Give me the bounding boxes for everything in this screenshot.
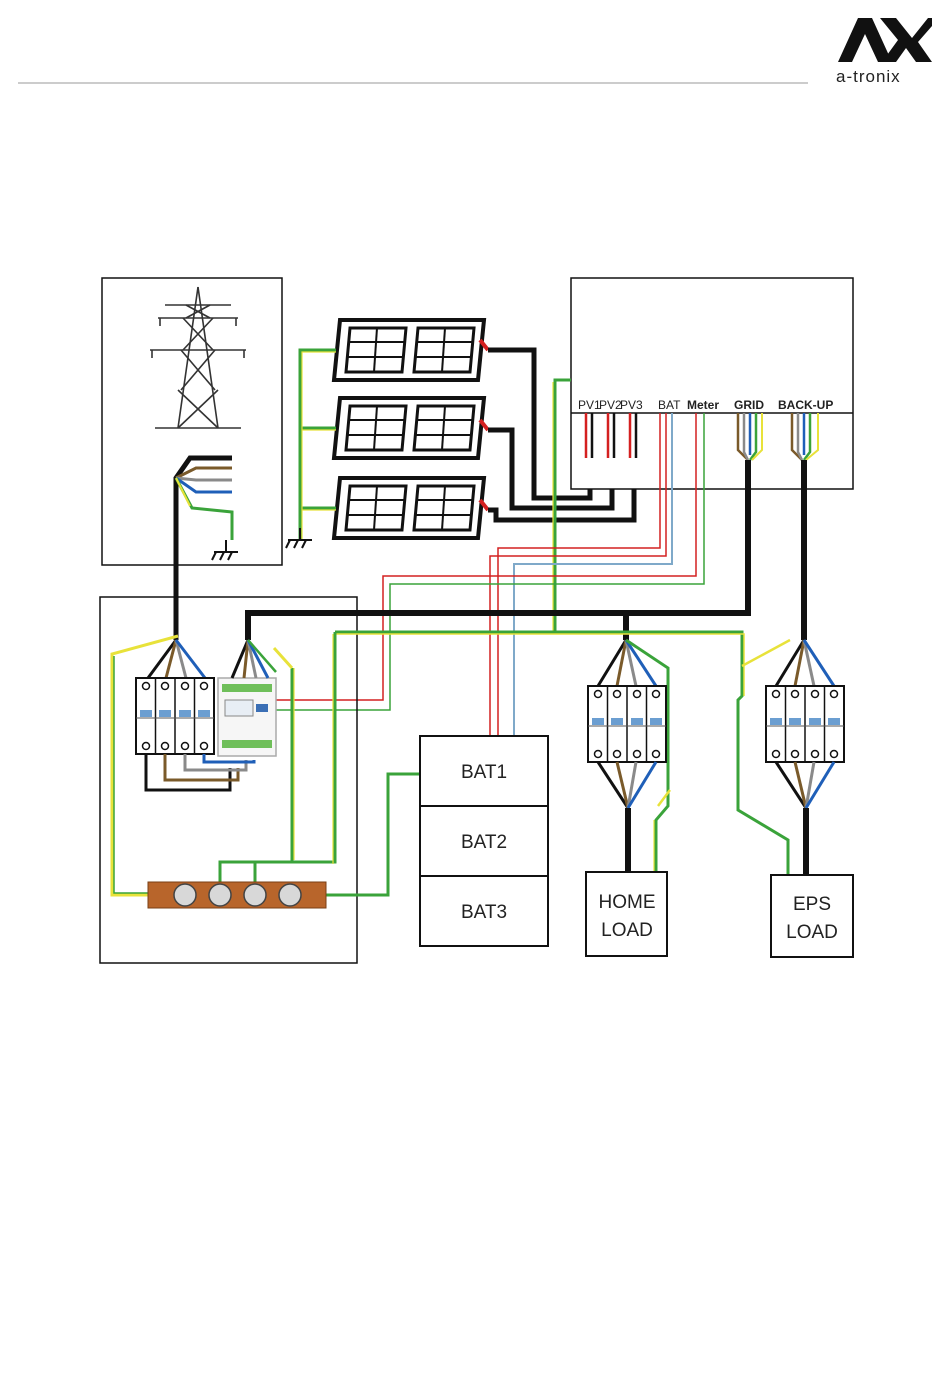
home-load-label-line1: HOME bbox=[599, 892, 656, 913]
ax-logo-icon bbox=[838, 18, 932, 62]
solar-panel-2 bbox=[334, 398, 484, 458]
home-breaker-fan-out bbox=[598, 762, 656, 872]
eps-breaker-fan-out bbox=[776, 762, 834, 875]
meter-input-fan bbox=[232, 640, 276, 678]
home-load-label-line2: LOAD bbox=[601, 920, 653, 941]
battery-label-3: BAT3 bbox=[461, 902, 507, 923]
port-label-grid: GRID bbox=[734, 398, 764, 412]
inverter-port-labels: PV1 PV2 PV3 BAT Meter GRID BACK-UP bbox=[578, 398, 833, 412]
port-label-meter: Meter bbox=[687, 398, 719, 412]
port-label-backup: BACK-UP bbox=[778, 398, 833, 412]
grid-supply-cable bbox=[176, 458, 232, 640]
battery-label-2: BAT2 bbox=[461, 832, 507, 853]
brand-name: a-tronix bbox=[836, 67, 901, 86]
home-load-breaker bbox=[588, 686, 666, 762]
eps-load-label-line1: EPS bbox=[793, 894, 831, 915]
earth-busbar bbox=[148, 882, 326, 908]
eps-breaker-fan-in bbox=[776, 640, 834, 686]
port-label-bat: BAT bbox=[658, 398, 681, 412]
port-label-pv1: PV1 bbox=[578, 398, 601, 412]
transmission-tower-icon bbox=[150, 287, 246, 428]
panel-earth-wire bbox=[300, 350, 336, 540]
battery-stack: BAT1 BAT2 BAT3 bbox=[420, 736, 548, 946]
grid-ground-icon bbox=[212, 540, 238, 560]
solar-panel-1 bbox=[334, 320, 484, 380]
panel-ground-icon bbox=[286, 528, 312, 548]
energy-meter bbox=[218, 678, 276, 756]
utility-grid-box bbox=[102, 278, 282, 565]
eps-load-box: EPS LOAD bbox=[771, 875, 853, 957]
battery-label-1: BAT1 bbox=[461, 762, 507, 783]
grid-breaker-out-wires bbox=[146, 754, 254, 790]
eps-load-breaker bbox=[766, 686, 844, 762]
port-label-pv3: PV3 bbox=[620, 398, 643, 412]
home-load-box: HOME LOAD bbox=[586, 872, 667, 956]
eps-load-label-line2: LOAD bbox=[786, 922, 838, 943]
grid-main-breaker bbox=[136, 678, 214, 754]
brand-logo: a-tronix bbox=[836, 18, 932, 86]
solar-panel-3 bbox=[334, 478, 484, 538]
grid-main-breaker-fan bbox=[148, 640, 205, 678]
port-label-pv2: PV2 bbox=[599, 398, 622, 412]
